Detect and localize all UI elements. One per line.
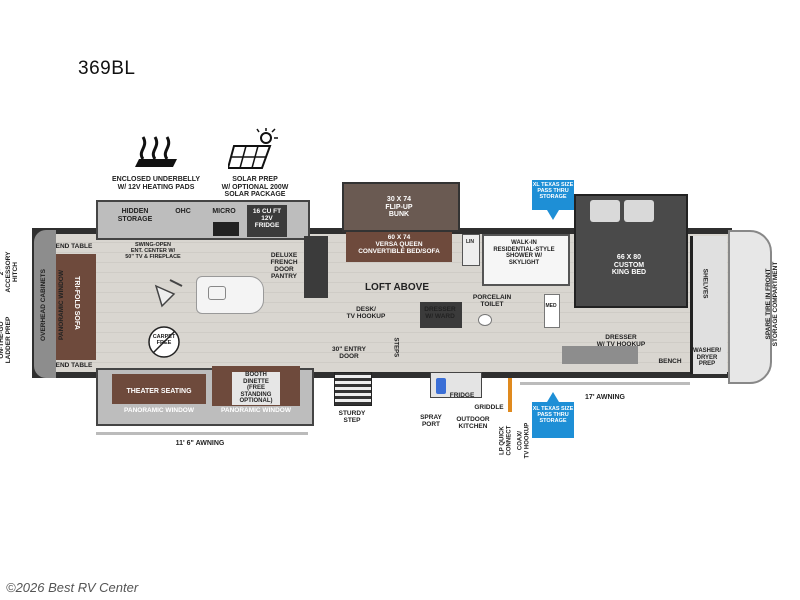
front-cap xyxy=(34,230,56,378)
med-label: MED xyxy=(545,303,557,309)
xl-storage-top-label: XL TEXAS SIZE PASS THRU STORAGE xyxy=(532,182,574,201)
sturdy-step-label: STURDY STEP xyxy=(338,410,366,425)
end-table-bottom-label: END TABLE xyxy=(55,362,93,369)
awning-right-label: 17' AWNING xyxy=(585,394,625,401)
awning-left-label: 11' 6" AWNING xyxy=(175,440,225,447)
pillow-right xyxy=(624,200,654,222)
fridge-12v xyxy=(247,205,287,237)
walk-in-shower-label: WALK-IN RESIDENTIAL-STYLE SHOWER W/ SKYL… xyxy=(493,240,555,266)
hidden-storage-label: HIDDEN STORAGE xyxy=(117,208,153,223)
awning-left-bar xyxy=(96,432,308,435)
carpet-free-label: CARPET FREE xyxy=(152,334,176,347)
outdoor-kitchen-label: OUTDOOR KITCHEN xyxy=(456,416,490,431)
shelves-label: SHELVES xyxy=(701,268,709,299)
theater-seating-label: THEATER SEATING xyxy=(126,388,192,395)
loft-above-label: LOFT ABOVE xyxy=(364,282,430,293)
versa-queen-sofa xyxy=(346,232,452,262)
heating-icon xyxy=(135,136,177,167)
sink-icon xyxy=(208,286,226,300)
dresser-ward xyxy=(420,302,462,328)
spray-port-label: SPRAY PORT xyxy=(420,414,442,429)
coax-tv-label: COAX/ TV HOOKUP xyxy=(517,422,530,459)
desk-label: DESK/ TV HOOKUP xyxy=(346,306,386,321)
pantry-shelves xyxy=(304,236,328,298)
entry-door-label: 30" ENTRY DOOR xyxy=(332,346,366,361)
pillow-left xyxy=(590,200,620,222)
king-bed-label: 66 X 80 CUSTOM KING BED xyxy=(611,254,647,277)
washer-dryer-label: WASHER/ DRYER PREP xyxy=(692,348,721,368)
xl-storage-top-badge xyxy=(532,180,574,210)
swivel-chair-icon xyxy=(154,279,183,308)
flip-up-bunk xyxy=(342,182,460,232)
fridge-12v-label: 16 CU FT 12V FRIDGE xyxy=(252,208,282,230)
bench-label: BENCH xyxy=(658,358,682,365)
ohc-label: OHC xyxy=(175,208,191,215)
pantry-label: DELUXE FRENCH DOOR PANTRY xyxy=(270,252,298,281)
linen-closet xyxy=(462,234,480,266)
xl-storage-bottom-label: XL TEXAS SIZE PASS THRU STORAGE xyxy=(532,406,574,425)
griddle-label: GRIDDLE xyxy=(474,404,504,411)
awning-right-bar xyxy=(520,382,690,385)
model-name: 369BL xyxy=(78,58,136,79)
flip-up-bunk-label: 30 X 74 FLIP-UP BUNK xyxy=(385,196,413,219)
tri-fold-sofa xyxy=(56,254,96,360)
solar-label: SOLAR PREP W/ OPTIONAL 200W SOLAR PACKAG… xyxy=(221,176,289,199)
rear-cap xyxy=(728,230,772,384)
sturdy-step[interactable] xyxy=(334,372,372,406)
walk-in-shower xyxy=(482,234,570,286)
heating-label: ENCLOSED UNDERBELLY W/ 12V HEATING PADS xyxy=(111,176,201,191)
kitchen-island xyxy=(196,276,264,314)
lp-quick-connect-label: LP QUICK CONNECT xyxy=(499,425,512,456)
arrow-up-icon xyxy=(547,392,559,402)
rear-closet xyxy=(690,236,727,374)
copyright: ©2026 Best RV Center xyxy=(6,580,139,595)
spray-port-icon xyxy=(436,378,446,394)
panoramic-window-left-label: PANORAMIC WINDOW xyxy=(124,407,194,414)
end-table-top-label: END TABLE xyxy=(55,243,93,250)
spare-tire-label: SPARE TIRE IN FRONT STORAGE COMPARTMENT xyxy=(765,261,780,347)
toilet-icon xyxy=(478,314,492,326)
panoramic-window-right-label: PANORAMIC WINDOW xyxy=(221,407,291,414)
fridge-label: FRIDGE xyxy=(449,392,475,399)
med-cabinet xyxy=(544,294,560,328)
booth-dinette-label: BOOTH DINETTE (FREE STANDING OPTIONAL) xyxy=(232,372,280,405)
overhead-cabinets-label: OVERHEAD CABINETS xyxy=(40,269,47,341)
micro-label: MICRO xyxy=(212,208,236,215)
xl-storage-bottom-badge xyxy=(532,402,574,438)
tri-fold-sofa-label: TRI-FOLD SOFA xyxy=(73,276,80,330)
solar-panel-icon xyxy=(228,128,278,169)
dresser-tv-label: DRESSER W/ TV HOOKUP xyxy=(596,334,646,349)
linen-label: LIN xyxy=(465,239,475,245)
dresser-tv xyxy=(562,346,638,364)
lp-line xyxy=(508,378,512,412)
theater-seating xyxy=(112,374,206,404)
arrow-down-icon xyxy=(547,210,559,220)
entertainment-center-label: SWING-OPEN ENT. CENTER W/ 50" TV & FIREP… xyxy=(125,242,181,261)
dresser-ward-label: DRESSER W/ WARD xyxy=(424,306,456,321)
carpet-free-icon xyxy=(148,326,180,358)
versa-queen-label: 60 X 74 VERSA QUEEN CONVERTIBLE BED/SOFA xyxy=(358,234,440,256)
range xyxy=(213,222,239,236)
steps-label: STEPS xyxy=(392,337,399,358)
porcelain-toilet-label: PORCELAIN TOILET xyxy=(472,294,512,309)
panoramic-window-front-label: PANORAMIC WINDOW xyxy=(58,270,65,340)
